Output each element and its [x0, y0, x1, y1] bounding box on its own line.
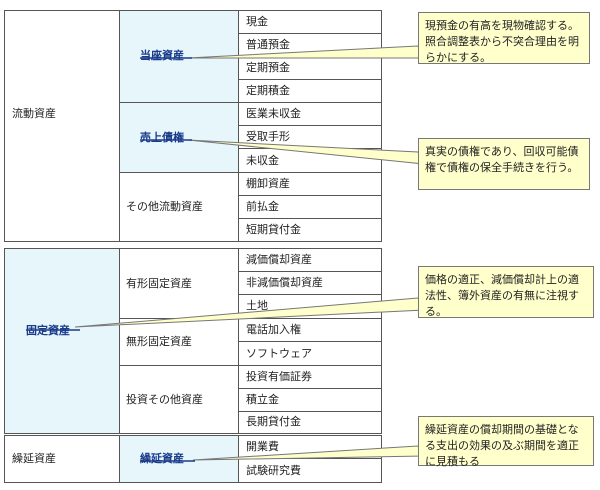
- other-current-label: その他流動資産: [126, 200, 203, 213]
- deferred-callout-pointer: [192, 445, 425, 461]
- tangible-label: 有形固定資産: [126, 277, 192, 290]
- intangible-label: 無形固定資産: [126, 335, 192, 348]
- tangible-item-row: [238, 248, 382, 272]
- receivables-callout: 真実の債権であり、回収可能債権で債権の保全手続きを行う。: [418, 138, 590, 190]
- current-assets-group: [4, 10, 120, 242]
- tangible-item-row: [238, 271, 382, 295]
- cash-callout: 現預金の有高を現物確認する。照合調整表から不突合理由を明らかにする。: [418, 12, 590, 64]
- deferred-item-label: 開業費: [246, 440, 279, 453]
- fixed-callout-pointer: [74, 297, 425, 328]
- tangible-item-label: 非減価償却資産: [246, 276, 323, 289]
- tangible-item-label: 減価償却資産: [246, 253, 312, 266]
- investments-label: 投資その他資産: [126, 393, 203, 406]
- investments-item-row: [238, 411, 382, 434]
- receivables-item-label: 未収金: [246, 154, 279, 167]
- intangible-item-label: ソフトウェア: [246, 347, 312, 360]
- intangible-item-label: 電話加入権: [246, 323, 301, 336]
- cash-item-label: 普通預金: [246, 38, 290, 51]
- cash-callout-pointer: [187, 45, 425, 59]
- other-current-cell: [119, 172, 239, 242]
- cash-item-label: 定期預金: [246, 61, 290, 74]
- other-item-row: [238, 218, 382, 242]
- cash-item-label: 現金: [246, 15, 268, 28]
- other-item-label: 前払金: [246, 200, 279, 213]
- cash-item-row: [238, 10, 382, 34]
- cash-item-row: [238, 79, 382, 103]
- investments-item-label: 投資有価証券: [246, 370, 312, 383]
- cash-item-label: 定期積金: [246, 84, 290, 97]
- intangible-item-row: [238, 318, 382, 342]
- tangible-item-label: 土地: [246, 299, 268, 312]
- receivables-item-label: 受取手形: [246, 130, 290, 143]
- other-item-label: 棚卸資産: [246, 177, 290, 190]
- investments-item-label: 積立金: [246, 393, 279, 406]
- receivables-callout-pointer: [187, 139, 425, 165]
- receivables-item-label: 医業未収金: [246, 107, 301, 120]
- receivables-cell: [119, 102, 239, 173]
- deferred-callout: 繰延資産の償却期間の基礎となる支出の効果の及ぶ期間を適正に見積もる: [418, 416, 594, 468]
- deferred-assets-label: 繰延資産: [12, 452, 56, 465]
- other-item-row: [238, 195, 382, 219]
- deferred-item-row: [238, 458, 382, 483]
- current-assets-label: 流動資産: [12, 107, 56, 120]
- other-item-label: 短期貸付金: [246, 223, 301, 236]
- investments-item-label: 長期貸付金: [246, 415, 301, 428]
- deferred-item-label: 試験研究費: [246, 464, 301, 477]
- investments-cell: [119, 365, 239, 434]
- fixed-assets-callout: 価格の適正、減価償却計上の適法性、簿外資産の有無に注視する。: [418, 266, 594, 318]
